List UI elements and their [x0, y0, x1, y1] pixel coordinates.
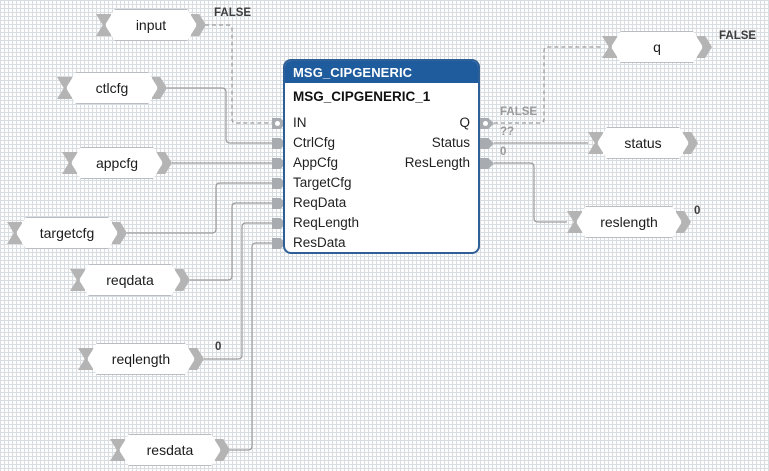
node-left-cap — [57, 77, 72, 99]
wire-targetcfg-to-targetcfg — [127, 182, 274, 234]
input-pin-label-in: IN — [293, 115, 307, 130]
pin-row-targetcfg: TargetCfg — [293, 173, 470, 193]
bool-marker-dot — [483, 121, 488, 126]
node-right-cap — [683, 132, 698, 154]
variable-name: status — [624, 135, 662, 151]
node-right-cap — [152, 77, 167, 99]
function-block-msg-cipgeneric[interactable]: MSG_CIPGENERIC MSG_CIPGENERIC_1 IN Q Ctr… — [283, 59, 480, 254]
variable-name: resdata — [146, 442, 194, 458]
node-left-cap — [78, 348, 93, 370]
function-block-type-name: MSG_CIPGENERIC — [285, 61, 478, 83]
node-body[interactable]: appcfg — [71, 147, 163, 179]
value-label-status-pin: ?? — [500, 126, 515, 138]
variable-name: reqlength — [111, 351, 171, 367]
variable-name: q — [653, 39, 661, 55]
node-body[interactable]: status — [597, 127, 689, 159]
input-pin-label-reqlength: ReqLength — [293, 215, 360, 230]
value-label-q-pin: FALSE — [500, 106, 538, 118]
node-right-cap — [112, 222, 127, 244]
wire-ctlcfg-to-ctrlcfg — [167, 87, 274, 144]
variable-node-targetcfg[interactable]: targetcfg — [7, 218, 127, 248]
node-body[interactable]: targetcfg — [16, 217, 118, 249]
variable-node-input[interactable]: input — [96, 10, 206, 40]
node-left-cap — [110, 439, 125, 461]
function-block-instance-name: MSG_CIPGENERIC_1 — [293, 88, 431, 104]
node-left-cap — [96, 14, 111, 36]
node-body[interactable]: resdata — [119, 434, 221, 466]
input-pin-label-targetcfg: TargetCfg — [293, 175, 352, 190]
node-left-cap — [567, 211, 582, 233]
node-body[interactable]: reslength — [576, 206, 682, 238]
node-right-cap — [215, 439, 230, 461]
wire-reslength-to-reslength — [494, 162, 567, 223]
output-pin-label-status: Status — [431, 135, 470, 150]
value-label-input: FALSE — [214, 7, 252, 19]
variable-name: targetcfg — [39, 225, 95, 241]
output-pin-label-q: Q — [459, 115, 470, 130]
node-body[interactable]: q — [611, 31, 703, 63]
node-left-cap — [62, 152, 77, 174]
node-left-cap — [7, 222, 22, 244]
pin-row-appcfg-reslength: AppCfg ResLength — [293, 153, 470, 173]
pin-nub-status[interactable] — [480, 138, 494, 149]
node-left-cap — [588, 132, 603, 154]
variable-node-reslength[interactable]: reslength — [567, 207, 691, 237]
variable-node-ctlcfg[interactable]: ctlcfg — [57, 73, 167, 103]
node-left-cap — [70, 269, 85, 291]
bool-marker-dot — [275, 121, 280, 126]
variable-node-appcfg[interactable]: appcfg — [62, 148, 172, 178]
pin-row-in-q: IN Q — [293, 113, 470, 133]
wire-resdata-to-resdata — [194, 242, 274, 451]
wire-reqdata-to-reqdata — [190, 202, 274, 281]
pin-nub-q[interactable] — [480, 118, 494, 129]
variable-name: reqdata — [106, 272, 154, 288]
pin-row-resdata: ResData — [293, 233, 470, 252]
input-pin-label-resdata: ResData — [293, 235, 346, 250]
value-label-reslength: 0 — [694, 205, 701, 217]
input-pin-label-ctrlcfg: CtrlCfg — [293, 135, 336, 150]
pin-row-ctrlcfg-status: CtrlCfg Status — [293, 133, 470, 153]
node-body[interactable]: ctlcfg — [66, 72, 158, 104]
pin-row-reqdata: ReqData — [293, 193, 470, 213]
node-right-cap — [191, 14, 206, 36]
node-body[interactable]: reqdata — [79, 264, 181, 296]
node-body[interactable]: reqlength — [87, 343, 195, 375]
variable-name: reslength — [600, 214, 658, 230]
wire-reqlength-to-reqlength — [204, 222, 274, 360]
function-block-pin-list: IN Q CtrlCfg Status AppCfg ResLength Tar… — [285, 109, 478, 252]
variable-node-status[interactable]: status — [588, 128, 698, 158]
node-left-cap — [602, 36, 617, 58]
variable-name: input — [135, 17, 167, 33]
node-right-cap — [157, 152, 172, 174]
pin-nub-reslength[interactable] — [480, 158, 494, 169]
output-pin-label-reslength: ResLength — [404, 155, 470, 170]
variable-node-reqlength[interactable]: reqlength — [78, 344, 204, 374]
node-right-cap — [697, 36, 712, 58]
wire-input-to-in — [205, 24, 274, 124]
pin-row-reqlength: ReqLength — [293, 213, 470, 233]
node-right-cap — [676, 211, 691, 233]
node-body[interactable]: input — [105, 9, 197, 41]
node-right-cap — [175, 269, 190, 291]
variable-node-q[interactable]: q — [602, 32, 712, 62]
input-pin-label-reqdata: ReqData — [293, 195, 347, 210]
variable-node-resdata[interactable]: resdata — [110, 435, 230, 465]
value-label-reslength-pin: 0 — [500, 146, 507, 158]
input-pin-label-appcfg: AppCfg — [293, 155, 339, 170]
value-label-reqlength: 0 — [215, 341, 222, 353]
node-right-cap — [189, 348, 204, 370]
value-label-q: FALSE — [719, 30, 757, 42]
variable-name: appcfg — [95, 155, 139, 171]
variable-name: ctlcfg — [95, 80, 129, 96]
variable-node-reqdata[interactable]: reqdata — [70, 265, 190, 295]
